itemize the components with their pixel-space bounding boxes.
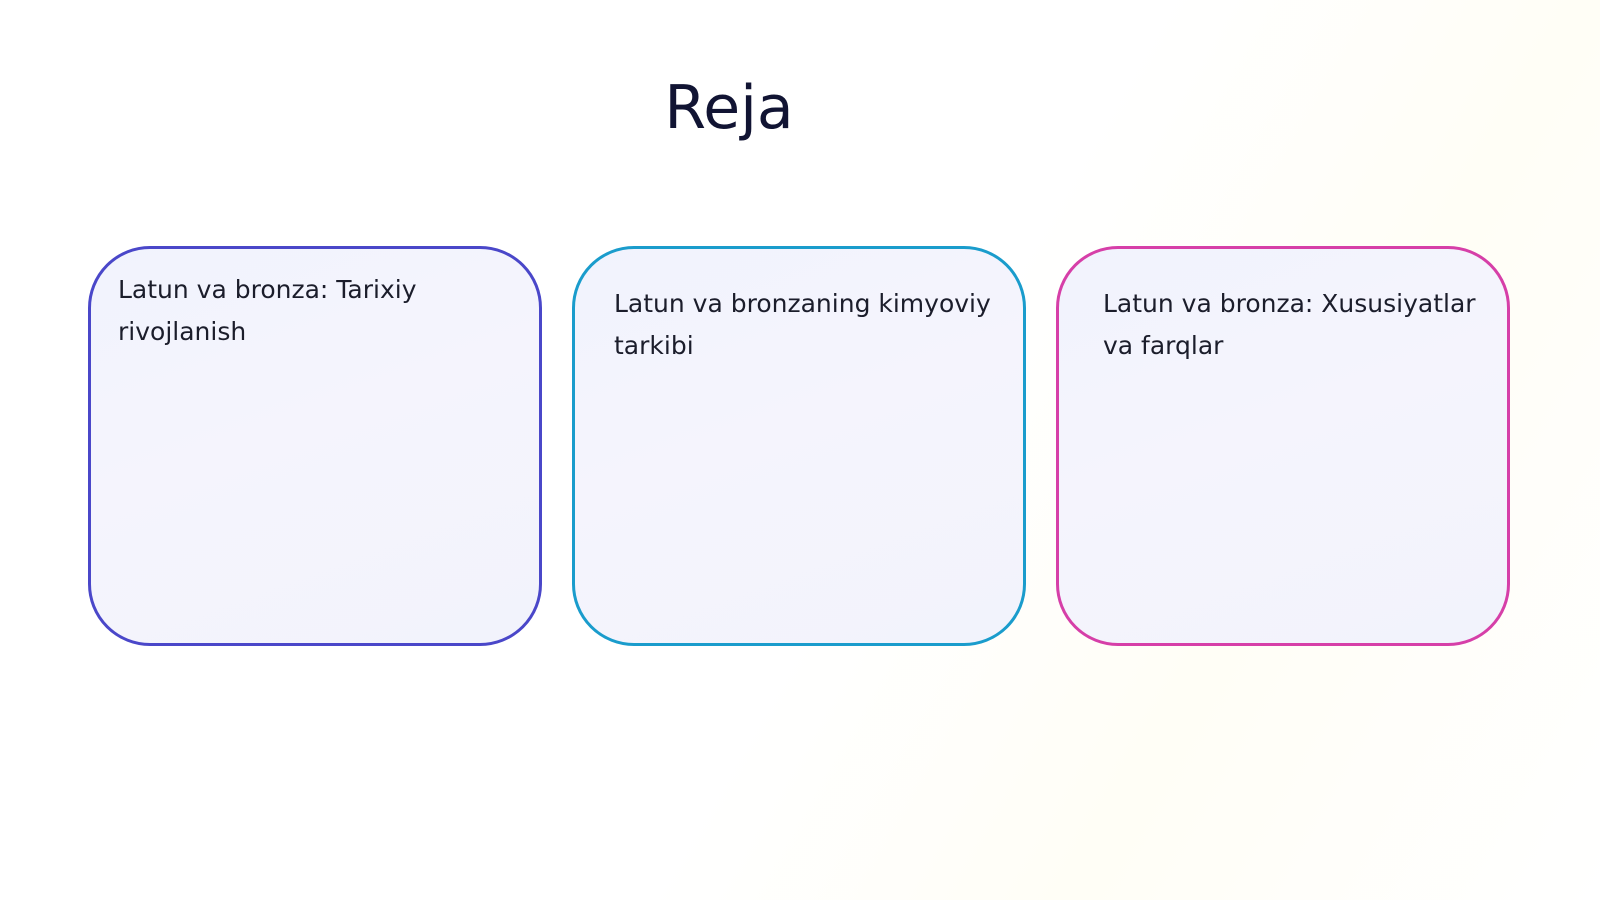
slide-title: Reja [664,73,794,143]
plan-card-3: Latun va bronza: Xususiyatlar va farqlar [1056,246,1510,646]
plan-card-2: Latun va bronzaning kimyoviy tarkibi [572,246,1026,646]
plan-card-3-text: Latun va bronza: Xususiyatlar va farqlar [1103,289,1476,360]
plan-card-1-text: Latun va bronza: Tarixiy rivojlanish [118,275,417,346]
plan-card-1: Latun va bronza: Tarixiy rivojlanish [88,246,542,646]
plan-card-2-text: Latun va bronzaning kimyoviy tarkibi [614,289,991,360]
